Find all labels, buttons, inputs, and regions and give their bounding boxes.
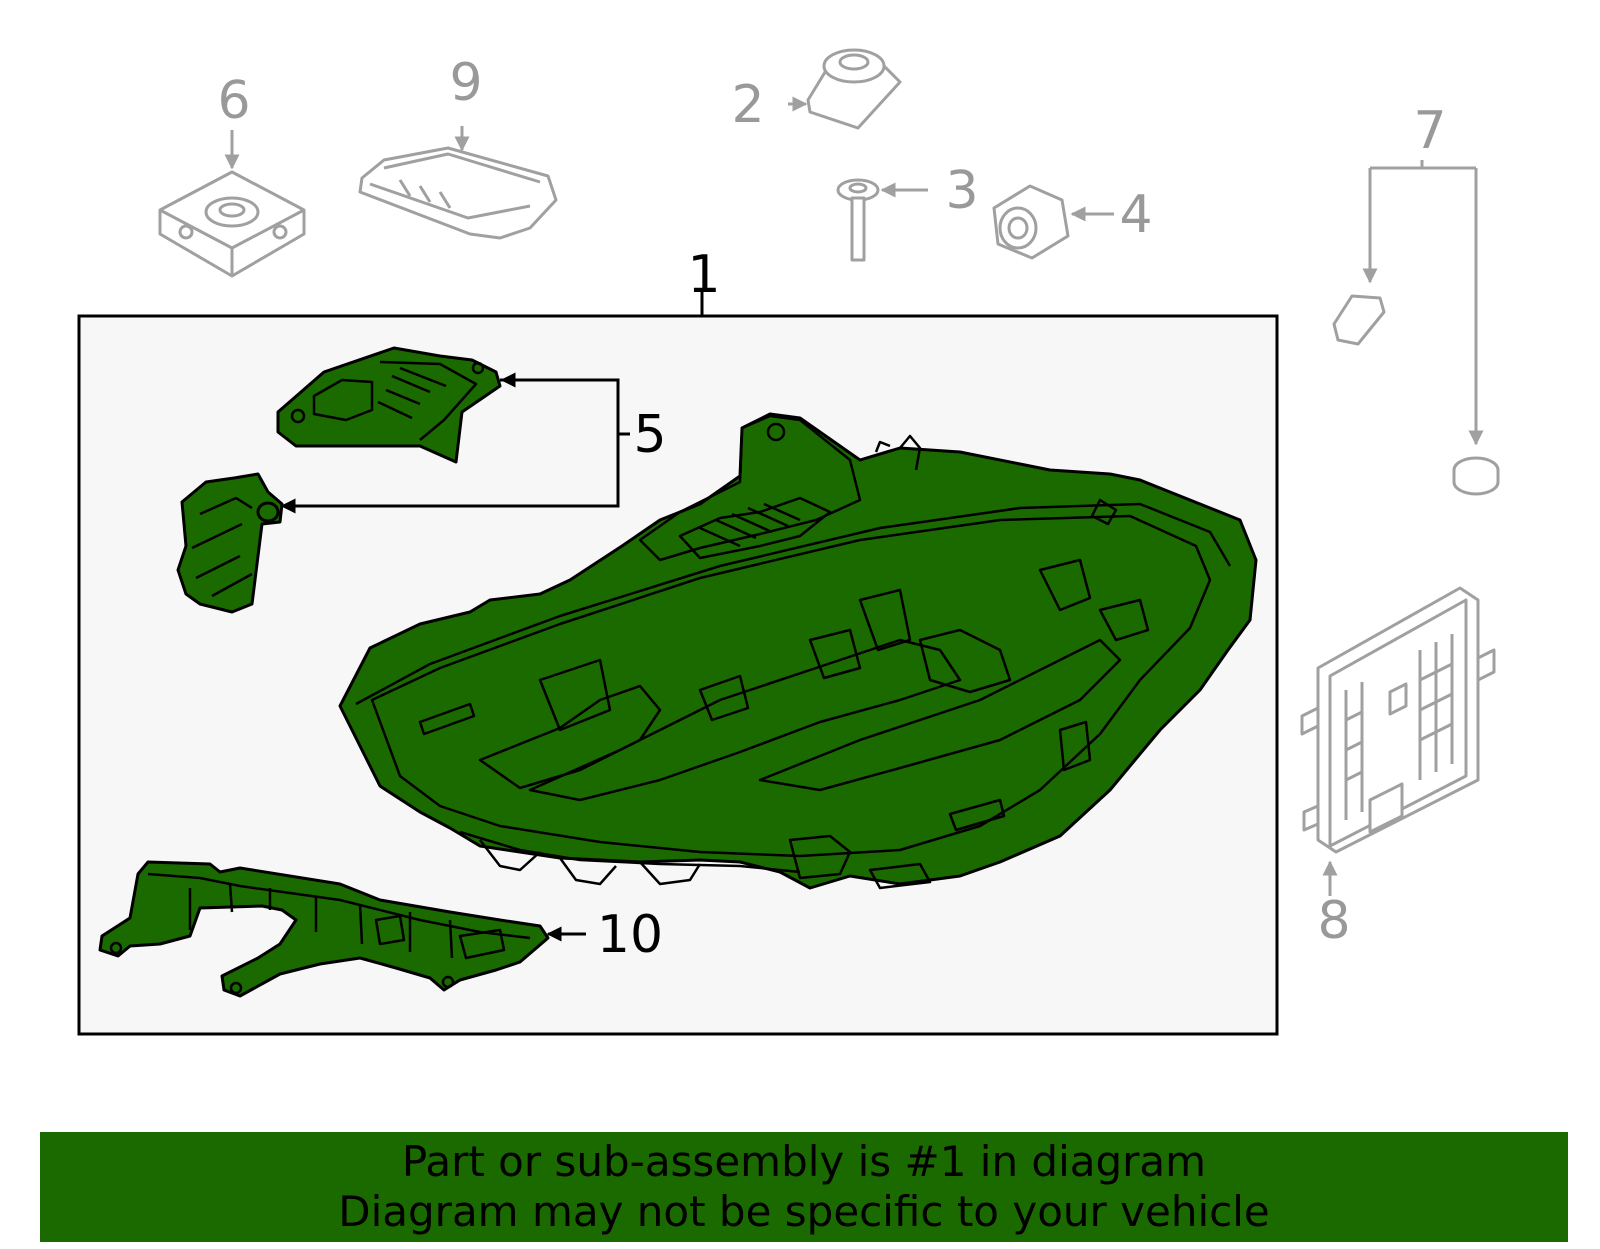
part-5-control-units[interactable] (176, 346, 630, 614)
callout-4: 4 (1119, 185, 1152, 245)
callout-3: 3 (945, 161, 978, 221)
part-10-mounting-bracket[interactable] (98, 860, 586, 998)
callout-8: 8 (1317, 891, 1350, 951)
callout-6: 6 (217, 71, 250, 131)
part-6-fan-module[interactable] (158, 130, 306, 278)
part-2-bracket[interactable] (788, 48, 902, 130)
info-banner: Part or sub-assembly is #1 in diagram Di… (40, 1132, 1568, 1242)
part-3-bolt[interactable] (836, 178, 928, 262)
callout-1: 1 (687, 245, 720, 305)
callout-7: 7 (1413, 101, 1446, 161)
callout-2: 2 (731, 75, 764, 135)
part-9-control-module[interactable] (358, 126, 558, 240)
part-1-headlamp-assembly[interactable] (338, 412, 1258, 890)
banner-line-1: Part or sub-assembly is #1 in diagram (401, 1137, 1207, 1186)
part-7-bulb-set[interactable] (1332, 160, 1500, 496)
part-4-socket[interactable] (992, 184, 1114, 260)
part-8-electronic-module[interactable] (1300, 586, 1496, 896)
callout-9: 9 (449, 53, 482, 113)
callout-10: 10 (597, 905, 663, 965)
banner-line-2: Diagram may not be specific to your vehi… (338, 1187, 1270, 1236)
callout-5: 5 (633, 405, 666, 465)
